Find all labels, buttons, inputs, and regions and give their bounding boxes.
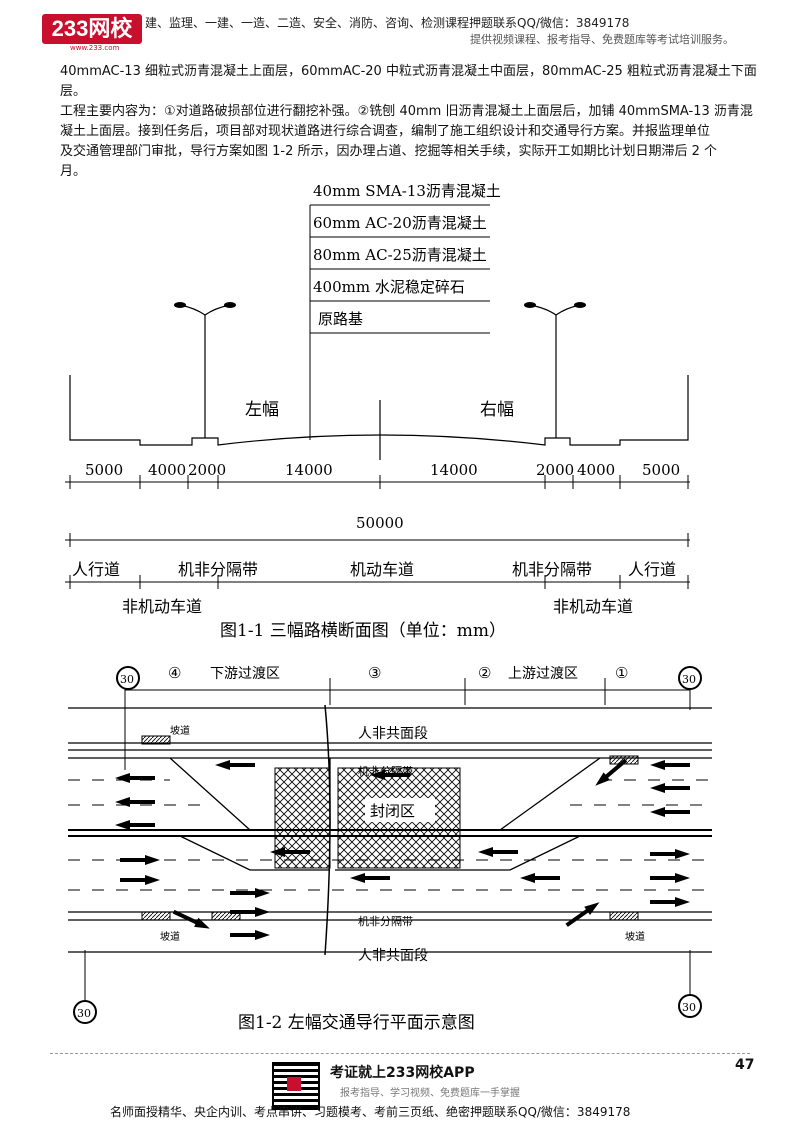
page-number: 47 bbox=[735, 1057, 755, 1073]
footer-subtitle: 报考指导、学习视频、免费题库一手掌握 bbox=[340, 1088, 520, 1099]
layer-label: 400mm 水泥稳定碎石 bbox=[313, 278, 465, 296]
figure-traffic-plan: ④ 下游过渡区 ③ ② 上游过渡区 ① 30 30 30 30 bbox=[68, 664, 712, 1033]
dimension-label: 2000 bbox=[188, 461, 226, 479]
ramp-marking bbox=[609, 911, 639, 921]
speed-limit-icon: 30 bbox=[116, 666, 140, 690]
ramp-label: 坡道 bbox=[160, 930, 180, 943]
separator-label: 机非分隔带 bbox=[358, 914, 413, 928]
figure-cross-section: 40mm SMA-13沥青混凝土 60mm AC-20沥青混凝土 80mm AC… bbox=[65, 182, 690, 641]
brand-url: www.233.com bbox=[70, 44, 120, 52]
dimension-label: 14000 bbox=[430, 461, 478, 479]
total-width-label: 50000 bbox=[356, 514, 404, 532]
zone-number: ① bbox=[615, 664, 628, 682]
footer-contact: 名师面授精华、央企内训、考点串讲、习题模考、考前三页纸、绝密押题联系QQ/微信：… bbox=[110, 1105, 631, 1119]
speed-limit-icon: 30 bbox=[73, 1000, 97, 1024]
zone-label: 机动车道 bbox=[350, 560, 414, 579]
zone-number: ④ bbox=[168, 664, 181, 682]
dimension-label: 4000 bbox=[577, 461, 615, 479]
mixed-section-label: 人非共面段 bbox=[358, 726, 428, 742]
svg-text:30: 30 bbox=[682, 673, 696, 686]
paragraph-line: 工程主要内容为：①对道路破损部位进行翻挖补强。②铣刨 40mm 旧沥青混凝土上面… bbox=[60, 104, 753, 119]
svg-text:30: 30 bbox=[682, 1001, 696, 1014]
header-ad-line: 建、监理、一建、一造、二造、安全、消防、咨询、检测课程押题联系QQ/微信：384… bbox=[145, 16, 630, 30]
nonmotor-label: 非机动车道 bbox=[553, 597, 633, 616]
dimension-label: 5000 bbox=[85, 461, 123, 479]
paragraph-line: 凝土上面层。接到任务后，项目部对现状道路进行综合调查，编制了施工组织设计和交通导… bbox=[60, 124, 711, 139]
zone-label: 人行道 bbox=[628, 560, 676, 579]
ramp-marking bbox=[141, 735, 171, 745]
upstream-label: 上游过渡区 bbox=[508, 666, 578, 682]
footer-divider bbox=[50, 1053, 750, 1054]
ramp-label: 坡道 bbox=[170, 724, 190, 737]
layer-label: 80mm AC-25沥青混凝土 bbox=[313, 246, 487, 264]
mixed-section-label: 人非共面段 bbox=[358, 948, 428, 964]
downstream-label: 下游过渡区 bbox=[210, 666, 280, 682]
nonmotor-label: 非机动车道 bbox=[122, 597, 202, 616]
layer-label: 60mm AC-20沥青混凝土 bbox=[313, 214, 487, 232]
page-header: 233网校 www.233.com 建、监理、一建、一造、二造、安全、消防、咨询… bbox=[0, 0, 800, 55]
ramp-marking bbox=[211, 911, 241, 921]
speed-limit-icon: 30 bbox=[678, 666, 702, 690]
ramp-marking bbox=[141, 911, 171, 921]
closed-zone-label: 封闭区 bbox=[370, 802, 415, 820]
speed-limit-icon: 30 bbox=[678, 994, 702, 1018]
traffic-arrows bbox=[115, 758, 690, 940]
dimension-label: 14000 bbox=[285, 461, 333, 479]
layer-label: 原路基 bbox=[318, 310, 363, 328]
figure1-caption: 图1-1 三幅路横断面图（单位：mm） bbox=[220, 621, 506, 641]
svg-text:30: 30 bbox=[77, 1007, 91, 1020]
figure2-caption: 图1-2 左幅交通导行平面示意图 bbox=[238, 1013, 475, 1033]
right-carriage-label: 右幅 bbox=[480, 400, 514, 420]
header-service-line: 提供视频课程、报考指导、免费题库等考试培训服务。 bbox=[470, 33, 734, 46]
zone-number: ② bbox=[478, 664, 491, 682]
zone-label: 人行道 bbox=[72, 560, 120, 579]
body-paragraph: 40mmAC-13 细粒式沥青混凝土上面层，60mmAC-20 中粒式沥青混凝土… bbox=[60, 62, 760, 182]
brand-logo: 233网校 bbox=[42, 14, 142, 44]
left-carriage-label: 左幅 bbox=[245, 400, 279, 420]
layer-label: 40mm SMA-13沥青混凝土 bbox=[313, 182, 501, 200]
zone-number: ③ bbox=[368, 664, 381, 682]
zone-label: 机非分隔带 bbox=[178, 560, 258, 579]
qr-logo-icon bbox=[287, 1077, 301, 1091]
svg-text:30: 30 bbox=[120, 673, 134, 686]
dimension-label: 5000 bbox=[642, 461, 680, 479]
dimension-label: 4000 bbox=[148, 461, 186, 479]
paragraph-line: 月。 bbox=[60, 164, 87, 179]
paragraph-line: 及交通管理部门审批，导行方案如图 1-2 所示，因办理占道、挖掘等相关手续，实际… bbox=[60, 144, 718, 159]
dimension-label: 2000 bbox=[536, 461, 574, 479]
paragraph-line: 40mmAC-13 细粒式沥青混凝土上面层，60mmAC-20 中粒式沥青混凝土… bbox=[60, 64, 757, 99]
zone-label: 机非分隔带 bbox=[512, 560, 592, 579]
footer-title: 考证就上233网校APP bbox=[330, 1065, 475, 1081]
ramp-label: 坡道 bbox=[625, 930, 645, 943]
